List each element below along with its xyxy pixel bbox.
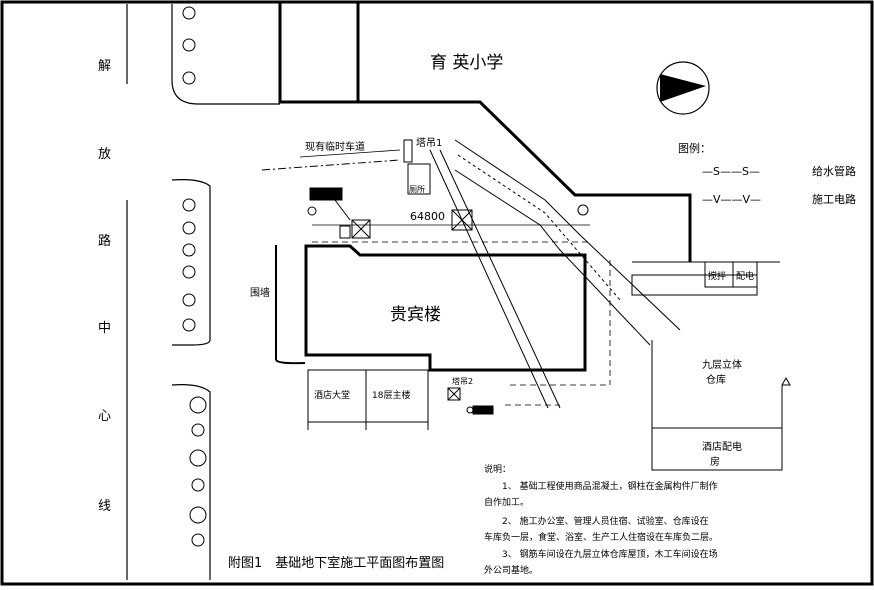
note-line: 外公司基地。 (484, 564, 538, 576)
dimension-label: 64800 (410, 210, 445, 223)
legend-title: 图例： (678, 141, 711, 155)
main-building-label: 贵宾楼 (390, 305, 441, 325)
temp-road-label: 现有临时车道 (305, 140, 365, 153)
school-label: 育 英小学 (430, 53, 503, 73)
warehouse-label: 九层立体 (702, 358, 742, 371)
hotel-power-label: 房 (710, 455, 720, 468)
road-char: 路 (98, 233, 111, 249)
site-box-left (307, 187, 371, 239)
road-char: 心 (98, 409, 111, 424)
legend-water-label: 给水管路 (812, 164, 856, 178)
power-lines (312, 241, 611, 406)
temp-road: 现有临时车道 (261, 140, 401, 171)
warehouse-label: 仓库 (706, 373, 726, 386)
legend-power-label: 施工电路 (812, 193, 856, 206)
diagonal-road (454, 139, 681, 346)
road-char: 解 (98, 59, 111, 74)
fence: 围墙 (250, 245, 306, 365)
power-label: 配电 (736, 270, 754, 282)
dimension-line: 64800 (312, 209, 590, 231)
road-char: 放 (98, 147, 111, 162)
road-name: 解 放 路 中 心 线 (98, 59, 111, 514)
notes-title: 说明： (484, 463, 511, 475)
fence-label: 围墙 (250, 286, 270, 299)
legend-power-symbol: —V——V— (702, 193, 761, 206)
warehouse-block: 九层立体 仓库 酒店配电 房 (651, 340, 791, 471)
mixer-label: 搅拌 (708, 270, 726, 282)
road-char: 中 (98, 321, 111, 336)
note-line: 1、 基础工程使用商品混凝土，钢柱在金属构件厂制作 (502, 480, 718, 492)
note-line: 自作加工。 (484, 496, 529, 508)
notes: 说明： 1、 基础工程使用商品混凝土，钢柱在金属构件厂制作 自作加工。 2、 施… (484, 463, 718, 576)
compass-icon (656, 61, 710, 115)
crane2-label: 塔吊2 (452, 376, 473, 386)
legend: 图例： —S——S— 给水管路 —V——V— 施工电路 (678, 141, 856, 206)
toilet-label: 厕所 (409, 184, 425, 194)
note-line: 2、 施工办公室、管理人员住宿、试验室、仓库设在 (502, 515, 709, 527)
crane1-label: 塔吊1 (416, 136, 442, 149)
crane-1: 塔吊1 厕所 (403, 136, 561, 409)
tower-label: 18层主楼 (372, 389, 410, 401)
hall-label: 酒店大堂 (314, 389, 350, 401)
crane-2: 塔吊2 (447, 376, 494, 415)
road-char: 线 (98, 499, 111, 514)
figure-title: 附图1 基础地下室施工平面图布置图 (228, 555, 444, 571)
legend-water-symbol: —S——S— (702, 165, 760, 178)
note-line: 车库负一层，食堂、浴室、生产工人住宿设在车库负二层。 (484, 531, 718, 543)
trees (182, 6, 207, 547)
site-facilities: 搅拌 配电 (631, 261, 780, 296)
note-line: 3、 钢筋车间设在九层立体仓库屋顶，木工车间设在场 (502, 548, 718, 560)
lower-buildings: 酒店大堂 18层主楼 (307, 369, 429, 430)
school-boundary (278, 2, 692, 262)
road-lines (126, 4, 280, 580)
main-building: 贵宾楼 (304, 244, 587, 372)
hotel-power-label: 酒店配电 (702, 440, 742, 453)
